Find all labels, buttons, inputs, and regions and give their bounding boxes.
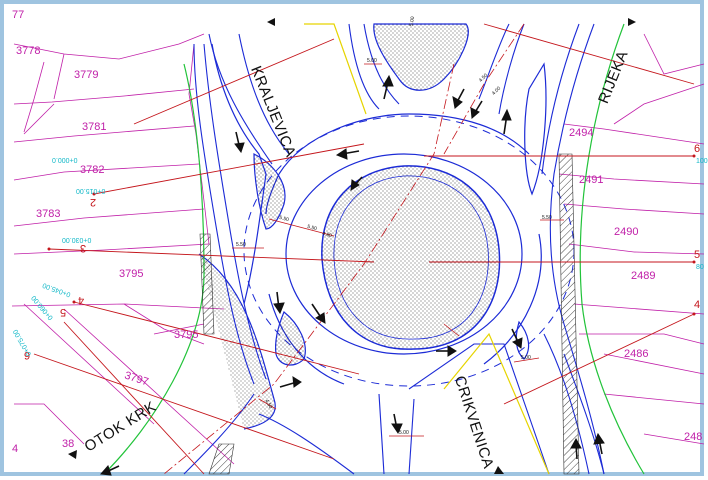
traffic-arrow-icon bbox=[311, 303, 326, 324]
triangle-left-icon bbox=[68, 450, 77, 459]
section-number: 2 bbox=[90, 196, 97, 208]
section-number: 4 bbox=[694, 299, 701, 311]
section-number: 5 bbox=[60, 306, 67, 318]
station-markers bbox=[47, 154, 696, 316]
traffic-arrow-icon bbox=[382, 74, 394, 100]
splitter-island-north bbox=[373, 23, 469, 91]
chainage-label: 100 bbox=[696, 158, 708, 165]
splitter-island-west bbox=[253, 153, 286, 230]
parcel-label: 4 bbox=[12, 443, 19, 455]
cad-plan bbox=[11, 18, 705, 476]
traffic-arrow-icon bbox=[234, 131, 245, 154]
axis-lines bbox=[163, 23, 525, 475]
dimension-value: 5.50 bbox=[236, 242, 246, 248]
parcel-boundaries bbox=[11, 33, 705, 465]
traffic-arrow-icon bbox=[273, 291, 285, 315]
parcel-label: 2486 bbox=[624, 348, 649, 360]
parcel-label: 3782 bbox=[80, 164, 105, 176]
triangle-right-icon bbox=[628, 18, 636, 26]
central-island-edge bbox=[333, 175, 489, 340]
chainage-label: 0+000.0 bbox=[52, 156, 78, 163]
retaining-wall-hatch bbox=[199, 153, 580, 475]
traffic-arrow-icon bbox=[570, 437, 582, 460]
parcel-label: 2491 bbox=[579, 174, 604, 186]
chainage-label: 80 bbox=[696, 264, 704, 271]
traffic-arrow-icon bbox=[279, 376, 302, 388]
triangle-left-icon bbox=[267, 18, 275, 26]
triangle-right-icon bbox=[494, 466, 504, 474]
yellow-edge-lines bbox=[304, 23, 550, 475]
traffic-arrow-icon bbox=[99, 465, 120, 476]
dimension-value: 5.50 bbox=[542, 215, 552, 221]
parcel-label: 3795 bbox=[119, 268, 144, 280]
parcel-label: 2490 bbox=[614, 226, 639, 238]
dimension-lines bbox=[232, 63, 564, 437]
approach-west-median bbox=[211, 43, 267, 305]
dimension-value: 5.00 bbox=[399, 430, 409, 436]
dimension-value: 5.00 bbox=[521, 355, 531, 361]
traffic-arrow-icon bbox=[511, 328, 523, 349]
section-number: 3 bbox=[80, 242, 87, 254]
parcel-label: 3779 bbox=[74, 69, 99, 81]
traffic-arrow-icon bbox=[436, 345, 457, 357]
splitter-island-southeast bbox=[515, 320, 530, 360]
splitter-island-east bbox=[524, 62, 547, 196]
direction-arrows bbox=[99, 74, 605, 476]
section-number: 4 bbox=[78, 294, 85, 306]
parcel-label: 38 bbox=[62, 438, 75, 450]
traffic-arrow-icon bbox=[593, 432, 605, 455]
parcel-label: 248 bbox=[684, 431, 703, 443]
traffic-arrow-icon bbox=[391, 413, 403, 435]
chainage-label: 0+030.00 bbox=[62, 236, 92, 243]
section-number: 5 bbox=[694, 249, 701, 261]
cross-section-lines bbox=[33, 23, 695, 475]
traffic-arrow-icon bbox=[501, 108, 512, 135]
parcel-label: 3795 bbox=[174, 329, 199, 341]
parcel-label: 3781 bbox=[82, 121, 107, 133]
traffic-arrow-icon bbox=[470, 100, 483, 120]
roundabout-inner-circle bbox=[285, 153, 523, 355]
traffic-arrow-icon bbox=[335, 148, 360, 160]
traffic-arrow-icon bbox=[350, 176, 363, 191]
central-island bbox=[321, 165, 501, 350]
dimension-value: 5.00 bbox=[367, 58, 377, 64]
parcel-label: 77 bbox=[12, 9, 25, 21]
parcel-label: 2494 bbox=[569, 127, 594, 139]
traffic-arrow-icon bbox=[452, 88, 465, 109]
approach-southwest-median bbox=[198, 253, 276, 430]
parcel-label: 3783 bbox=[36, 208, 61, 220]
section-number: 6 bbox=[694, 143, 701, 155]
parcel-label: 2489 bbox=[631, 270, 656, 282]
chainage-label: 0+015.00 bbox=[76, 187, 106, 194]
parcel-label: 3778 bbox=[16, 45, 41, 57]
